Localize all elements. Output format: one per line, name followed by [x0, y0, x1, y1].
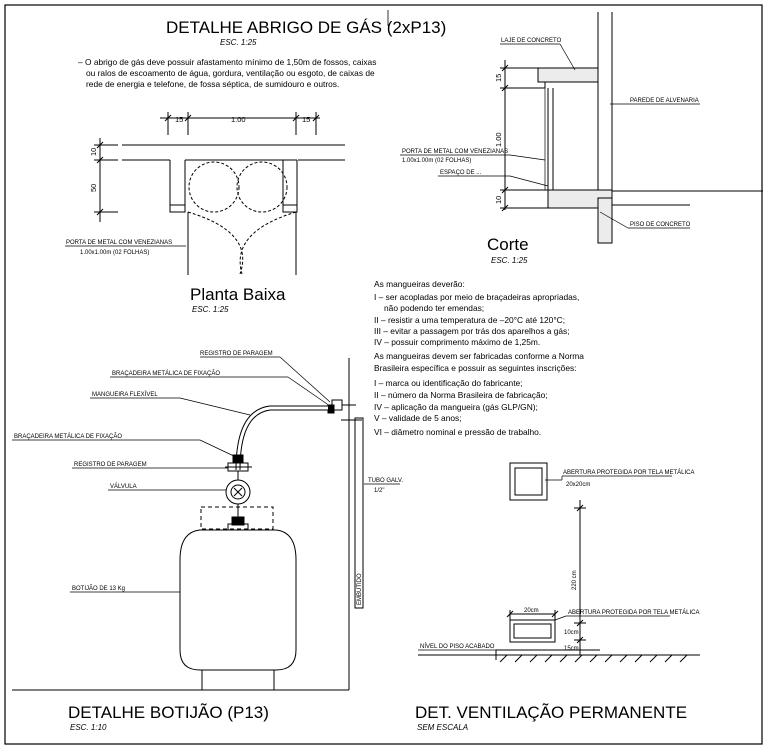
mangueiras-line: II – número da Norma Brasileira de fabri… — [374, 390, 548, 400]
mangueiras-line: VI – diâmetro nominal e pressão de traba… — [374, 427, 541, 437]
abrigo-note-line-2: ou ralos de escoamento de água, gordura,… — [86, 68, 375, 78]
planta-dim-15-right: 15 — [302, 115, 310, 124]
corte-dim-main: 1.00 — [494, 132, 503, 147]
botijao-valvula-label: VÁLVULA — [110, 483, 137, 490]
abrigo-note-line-1: – O abrigo de gás deve possuir afastamen… — [78, 57, 376, 67]
mangueiras-line: IV – possuir comprimento máximo de 1,25m… — [374, 337, 540, 347]
corte-scale: ESC. 1:25 — [491, 256, 528, 265]
botijao-mangueira-label: MANGUEIRA FLEXÍVEL — [92, 391, 158, 398]
botijao-embutido-label: EMBUTIDO — [357, 573, 363, 605]
mangueiras-line: IV – aplicação da mangueira (gás GLP/GN)… — [374, 402, 538, 412]
sheet-border — [4, 4, 763, 745]
planta-dim-side-top: 10 — [89, 148, 98, 156]
botijao-tubo-label-2: 1/2" — [374, 488, 384, 494]
ventilacao-nivel-label: NÍVEL DO PISO ACABADO — [420, 643, 495, 650]
planta-baixa-title: Planta Baixa — [190, 285, 286, 304]
ventilacao-dim-vertical: 220 cm — [572, 570, 578, 590]
abrigo-note-line-3: rede de energia e telefone, de fossa sép… — [86, 79, 339, 89]
corte-espaco-label: ESPAÇO DE ... — [440, 170, 482, 176]
botijao-bracadeira-top-label: BRAÇADEIRA METÁLICA DE FIXAÇÃO — [112, 370, 220, 377]
ventilacao-drawing — [418, 462, 700, 663]
mangueiras-line: As mangueiras deverão: — [374, 279, 465, 289]
ventilacao-dim-20: 20cm — [524, 608, 539, 614]
corte-dim-top: 15 — [494, 74, 503, 82]
ventilacao-dim-15: 15cm — [564, 646, 579, 652]
botijao-registro-top-label: REGISTRO DE PARAGEM — [200, 351, 273, 357]
mangueiras-line: V – validade de 5 anos; — [374, 413, 462, 423]
corte-piso-label: PISO DE CONCRETO — [630, 222, 691, 228]
planta-dim-side-main: 50 — [89, 184, 98, 192]
botijao-scale: ESC. 1:10 — [70, 723, 107, 732]
botijao-drawing — [12, 356, 400, 691]
planta-porta-label-2: 1.00x1.00m (02 FOLHAS) — [80, 250, 149, 256]
ventilacao-title: DET. VENTILAÇÃO PERMANENTE — [415, 703, 687, 722]
planta-dim-100: 1.00 — [231, 115, 246, 124]
corte-laje-label: LAJE DE CONCRETO — [501, 38, 562, 44]
mangueiras-line: Brasileira específica e possuir as segui… — [374, 363, 577, 373]
mangueiras-notes: As mangueiras deverão: I – ser acopladas… — [374, 279, 584, 437]
mangueiras-line: As mangueiras devem ser fabricadas confo… — [374, 351, 584, 361]
mangueiras-line: não podendo ter emendas; — [384, 303, 484, 313]
abrigo-scale: ESC. 1:25 — [220, 38, 257, 47]
ventilacao-dim-10: 10cm — [564, 630, 579, 636]
corte-title: Corte — [487, 235, 529, 254]
botijao-bracadeira-mid-label: BRAÇADEIRA METÁLICA DE FIXAÇÃO — [14, 433, 122, 440]
botijao-13kg-label: BOTIJÃO DE 13 Kg — [72, 585, 125, 592]
mangueiras-line: III – evitar a passagem por trás dos apa… — [374, 326, 570, 336]
botijao-tubo-label-1: TUBO GALV. — [368, 478, 403, 484]
mangueiras-line: I – ser acopladas por meio de braçadeira… — [374, 292, 579, 302]
planta-baixa-drawing — [65, 112, 345, 275]
ventilacao-scale: SEM ESCALA — [417, 723, 468, 732]
corte-dim-bottom: 10 — [494, 196, 503, 204]
ventilacao-abertura-top-label-1: ABERTURA PROTEGIDA POR TELA METÁLICA — [563, 469, 694, 476]
corte-porta-label-2: 1.00x1.00m (02 FOLHAS) — [402, 158, 471, 164]
ventilacao-abertura-bottom-label: ABERTURA PROTEGIDA POR TELA METÁLICA — [568, 609, 699, 616]
planta-dim-15-left: 15 — [175, 115, 183, 124]
mangueiras-line: II – resistir a uma temperatura de –20°C… — [374, 315, 565, 325]
planta-baixa-scale: ESC. 1:25 — [192, 305, 229, 314]
corte-parede-label: PAREDE DE ALVENARIA — [630, 98, 699, 104]
mangueiras-line: I – marca ou identificação do fabricante… — [374, 378, 523, 388]
botijao-title: DETALHE BOTIJÃO (P13) — [68, 703, 269, 722]
corte-porta-label-1: PORTA DE METAL COM VENEZIANAS — [402, 149, 508, 155]
planta-porta-label-1: PORTA DE METAL COM VENEZIANAS — [66, 240, 172, 246]
corte-drawing — [400, 12, 763, 244]
abrigo-title: DETALHE ABRIGO DE GÁS (2xP13) — [166, 18, 446, 37]
botijao-registro-mid-label: REGISTRO DE PARAGEM — [74, 462, 147, 468]
ventilacao-abertura-top-label-2: 20x20cm — [566, 482, 590, 488]
